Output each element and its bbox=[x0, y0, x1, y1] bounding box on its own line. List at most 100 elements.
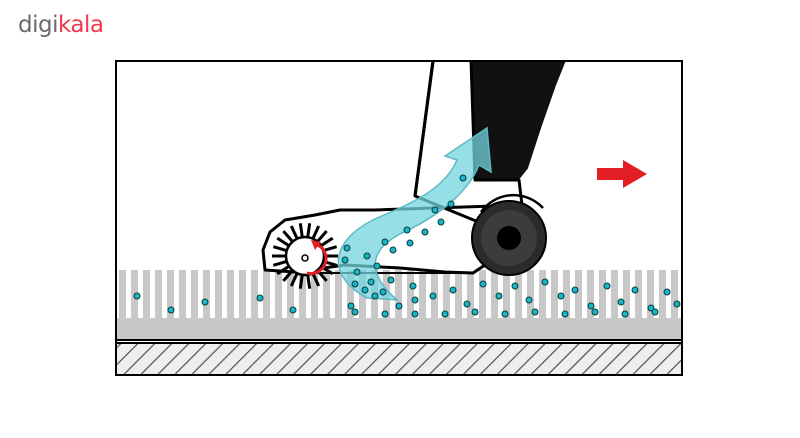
brush-bristles bbox=[272, 223, 338, 289]
carpet-fiber bbox=[167, 270, 174, 320]
dust-particle bbox=[511, 282, 519, 290]
brush-bristle bbox=[276, 236, 289, 247]
carpet-fiber bbox=[623, 270, 630, 320]
carpet-fiber bbox=[335, 270, 342, 320]
carpet-fiber bbox=[455, 270, 462, 320]
vacuum-head bbox=[261, 60, 524, 275]
dust-particle bbox=[411, 296, 419, 304]
carpet-fiber bbox=[575, 270, 582, 320]
dust-particle bbox=[367, 278, 375, 286]
dust-particle bbox=[403, 226, 411, 234]
carpet-fiber bbox=[263, 270, 270, 320]
dust-particle bbox=[463, 300, 471, 308]
dust-particle bbox=[587, 302, 595, 310]
brush-roll bbox=[272, 223, 338, 289]
carpet-fiber bbox=[299, 270, 306, 320]
carpet-fiber bbox=[671, 270, 678, 320]
dust-particle bbox=[289, 306, 297, 314]
brush-bristle bbox=[298, 275, 304, 289]
carpet-fiber bbox=[407, 270, 414, 320]
brush-bristle bbox=[323, 245, 338, 252]
dust-particle bbox=[363, 252, 371, 260]
logo-part-2: kala bbox=[57, 12, 104, 38]
logo-part-1: digi bbox=[18, 12, 58, 38]
vacuum-brush-diagram bbox=[115, 60, 683, 376]
dust-particle bbox=[663, 288, 671, 296]
dust-particle bbox=[256, 294, 264, 302]
carpet-fiber bbox=[635, 270, 642, 320]
dust-particle bbox=[531, 308, 539, 316]
carpet-fiber bbox=[527, 270, 534, 320]
dust-particle bbox=[541, 278, 549, 286]
dust-particle bbox=[447, 200, 455, 208]
dust-particle bbox=[389, 246, 397, 254]
dust-particle bbox=[406, 239, 414, 247]
dust-particle bbox=[167, 306, 175, 314]
brush-bristle bbox=[282, 230, 294, 242]
dust-particle bbox=[353, 268, 361, 276]
dust-particle bbox=[371, 292, 379, 300]
dust-particle bbox=[361, 286, 369, 294]
dust-particle bbox=[479, 280, 487, 288]
carpet-fiber bbox=[287, 270, 294, 320]
carpet-fiber bbox=[143, 270, 150, 320]
carpet-fiber bbox=[539, 270, 546, 320]
dust-particle bbox=[381, 238, 389, 246]
dust-particle bbox=[201, 298, 209, 306]
carpet-fiber bbox=[275, 270, 282, 320]
carpet-fiber bbox=[503, 270, 510, 320]
dust-particle bbox=[351, 308, 359, 316]
airflow-arrow bbox=[337, 126, 492, 301]
dust-particle bbox=[373, 262, 381, 270]
dust-particle bbox=[495, 292, 503, 300]
brush-bristle bbox=[311, 273, 321, 287]
dust-particle bbox=[501, 310, 509, 318]
carpet-fiber bbox=[347, 270, 354, 320]
brush-bristle bbox=[306, 275, 312, 289]
dust-particle bbox=[409, 282, 417, 290]
dust-particle bbox=[431, 206, 439, 214]
carpet-fiber bbox=[119, 270, 126, 320]
carpet-fiber bbox=[659, 270, 666, 320]
dust-particle bbox=[437, 218, 445, 226]
dust-particle bbox=[647, 304, 655, 312]
brush-bristle bbox=[298, 223, 304, 237]
brush-bristle bbox=[272, 245, 287, 252]
dust-particle bbox=[351, 280, 359, 288]
carpet-fiber bbox=[215, 270, 222, 320]
dust-particle bbox=[387, 276, 395, 284]
dust-particle bbox=[525, 296, 533, 304]
brush-bristle bbox=[282, 270, 294, 282]
carpet-fiber bbox=[191, 270, 198, 320]
dust-particle bbox=[343, 244, 351, 252]
carpet-fiber bbox=[479, 270, 486, 320]
brush-bristle bbox=[321, 236, 334, 247]
carpet-fiber bbox=[599, 270, 606, 320]
carpet-fiber bbox=[647, 270, 654, 320]
dust-particle bbox=[449, 286, 457, 294]
brush-bristle bbox=[276, 265, 289, 276]
brush-bristle bbox=[316, 230, 328, 242]
dust-particle bbox=[603, 282, 611, 290]
dust-particle bbox=[673, 300, 681, 308]
dust-particle bbox=[429, 292, 437, 300]
carpet-fiber bbox=[443, 270, 450, 320]
carpet-fiber bbox=[587, 270, 594, 320]
diagram-frame bbox=[115, 60, 683, 376]
dust-particle bbox=[557, 292, 565, 300]
dust-particle bbox=[651, 308, 659, 316]
carpet-fiber bbox=[203, 270, 210, 320]
dust-particle bbox=[571, 286, 579, 294]
brush-bristle bbox=[289, 225, 299, 239]
dust-particle bbox=[347, 302, 355, 310]
dust-particle bbox=[411, 310, 419, 318]
carpet-fiber bbox=[227, 270, 234, 320]
dust-particle bbox=[617, 298, 625, 306]
dust-particles bbox=[133, 174, 681, 318]
carpet-fiber bbox=[251, 270, 258, 320]
carpet-fiber bbox=[563, 270, 570, 320]
carpet-base bbox=[115, 318, 683, 340]
carpet-fiber bbox=[179, 270, 186, 320]
carpet-fiber bbox=[611, 270, 618, 320]
brush-bristle bbox=[289, 273, 299, 287]
